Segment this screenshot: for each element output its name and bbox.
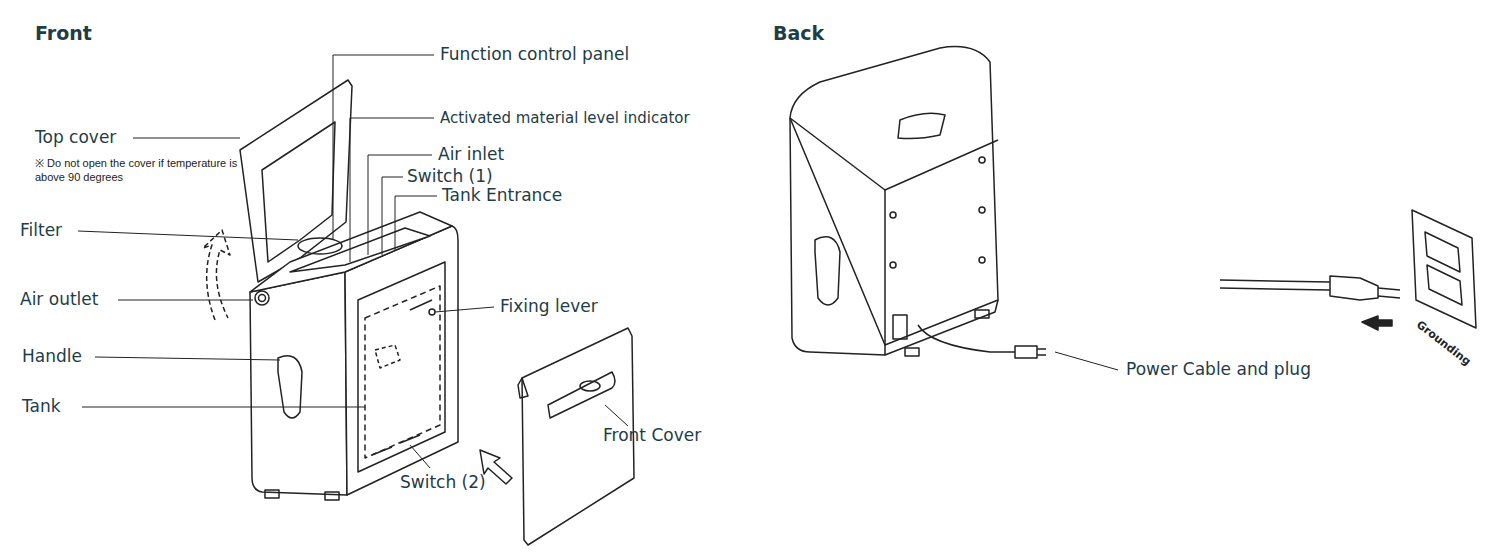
- part-label: Switch (1): [407, 166, 493, 186]
- part-label: Tank Entrance: [442, 185, 562, 205]
- part-label: Function control panel: [440, 44, 629, 64]
- part-label: Top cover: [35, 127, 116, 147]
- part-label: Fixing lever: [500, 296, 598, 316]
- view-heading: Front: [35, 22, 92, 45]
- grounding-label: Grounding: [1414, 318, 1473, 368]
- part-label: Air inlet: [438, 144, 504, 164]
- part-label: Switch (2): [400, 472, 486, 492]
- part-label: Front Cover: [603, 425, 701, 445]
- view-heading: Back: [773, 22, 824, 45]
- part-label: Activated material level indicator: [440, 109, 690, 127]
- warning-note: ※ Do not open the cover if temperature i…: [35, 156, 240, 185]
- part-label: Filter: [20, 220, 62, 240]
- part-label: Tank: [22, 396, 61, 416]
- part-label: Air outlet: [20, 289, 98, 309]
- part-label: Power Cable and plug: [1126, 359, 1311, 379]
- part-label: Handle: [22, 346, 82, 366]
